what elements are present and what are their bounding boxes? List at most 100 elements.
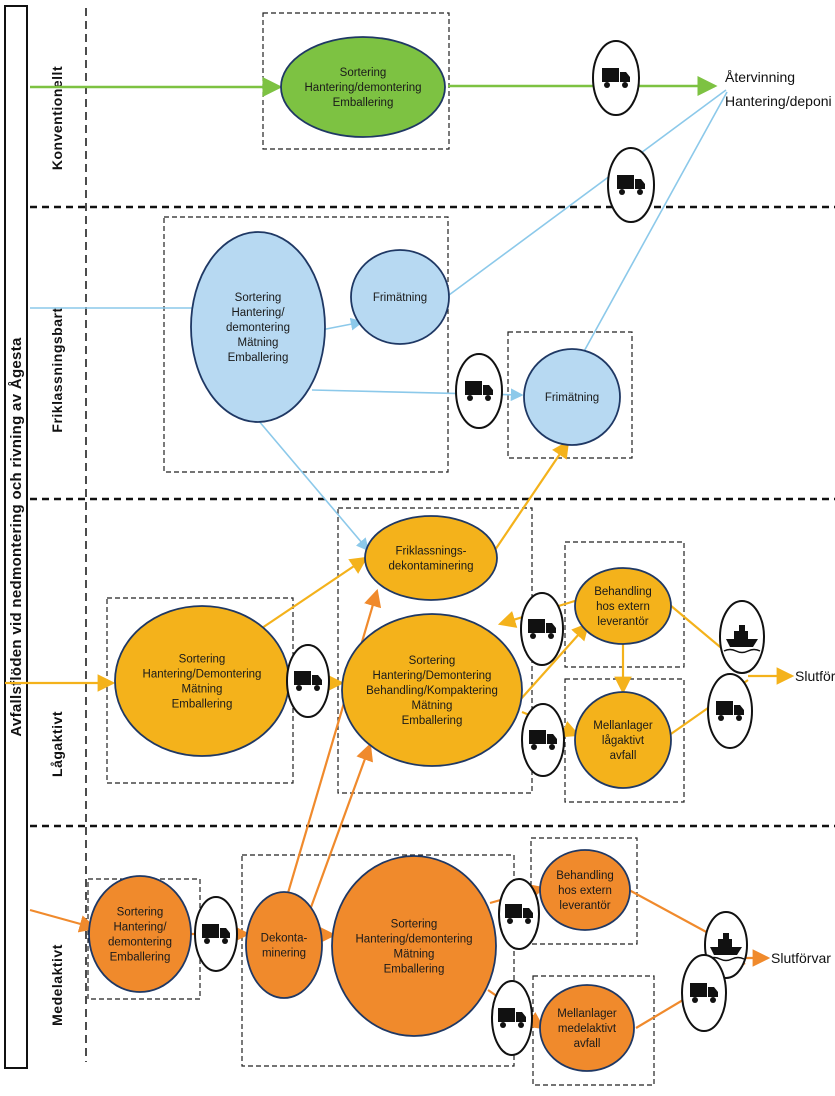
node-label-l0: Friklassnings-dekontaminering <box>388 546 473 573</box>
node-label-line: dekontaminering <box>388 561 473 573</box>
group-box-f1 <box>163 216 449 473</box>
node-label-line: Emballering <box>402 715 463 727</box>
node-label-line: Emballering <box>110 952 171 964</box>
node-label-line: Sortering <box>409 655 456 667</box>
flows-green <box>30 76 718 97</box>
node-label-line: Emballering <box>384 964 445 976</box>
node-label-line: Sortering <box>391 919 438 931</box>
lane-label-medelaktivt: Medelaktivt <box>49 944 65 1026</box>
node-l2 <box>341 613 523 767</box>
node-label-line: minering <box>262 948 306 960</box>
node-f1 <box>190 231 326 423</box>
node-label-line: Mätning <box>238 337 279 349</box>
truck-icon <box>607 147 655 223</box>
node-label-line: Hantering/ <box>113 922 167 934</box>
truck-icon <box>194 896 238 972</box>
process-nodes <box>88 36 672 1072</box>
truck-icon <box>286 644 330 718</box>
truck-icon <box>491 980 533 1056</box>
node-label-l3: Behandling hos extern leverantör <box>594 586 652 628</box>
node-label-line: Mätning <box>412 700 453 712</box>
truck-icon <box>681 954 727 1032</box>
node-label-line: Behandling/Kompaktering <box>366 685 498 697</box>
node-label-line: Hantering/demontering <box>305 82 422 94</box>
destination-lagaktivt: Slutförva <box>795 668 835 684</box>
flow-yellow-l1-l0 <box>261 556 368 629</box>
node-label-line: Mätning <box>394 949 435 961</box>
node-label-line: avfall <box>574 1038 601 1050</box>
node-l1 <box>114 605 290 757</box>
node-k1 <box>280 36 446 138</box>
node-l0 <box>364 515 498 601</box>
node-label-line: Sortering <box>179 654 226 666</box>
node-label-line: Behandling <box>556 870 614 882</box>
node-label-f3: Frimätning <box>545 392 599 404</box>
flow-blue-f3-dest <box>581 91 728 356</box>
node-label-m5: Mellanlager medelaktivt avfall <box>557 1008 617 1050</box>
lane-label-lagaktivt: Lågaktivt <box>49 711 65 777</box>
node-label-line: Dekonta- <box>261 933 308 945</box>
node-l3 <box>574 567 672 645</box>
node-m4 <box>539 849 631 931</box>
node-m2 <box>245 891 323 999</box>
node-label-line: Sortering <box>235 292 282 304</box>
node-label-m2: Dekonta-minering <box>261 933 308 960</box>
flow-yellow-l0-f3 <box>494 440 570 551</box>
destination-konventionellt-line1: Återvinning <box>725 69 795 85</box>
node-label-line: lågaktivt <box>602 735 645 747</box>
truck-icon <box>521 703 565 777</box>
node-m5 <box>539 984 635 1072</box>
node-label-m4: Behandling hos extern leverantör <box>556 870 614 912</box>
transport-icons <box>194 40 765 1056</box>
truck-icon <box>455 353 503 429</box>
node-label-line: hos extern <box>596 601 650 613</box>
node-f3 <box>523 348 621 446</box>
node-label-line: Behandling <box>594 586 652 598</box>
flows-blue <box>30 89 728 552</box>
node-label-line: demontering <box>108 937 172 949</box>
flow-orange-in <box>29 908 98 933</box>
node-label-f2: Frimätning <box>373 292 427 304</box>
node-label-line: medelaktivt <box>558 1023 617 1035</box>
node-label-line: hos extern <box>558 885 612 897</box>
node-label-line: Frimätning <box>545 392 599 404</box>
node-label-line: Hantering/Demontering <box>373 670 492 682</box>
destination-konventionellt-line2: Hantering/deponi <box>725 93 832 109</box>
diagram-title: Avfallsflöden vid nedmontering och rivni… <box>8 337 25 737</box>
title-frame <box>4 5 28 1069</box>
truck-icon <box>707 673 753 749</box>
node-label-line: Emballering <box>228 352 289 364</box>
group-box-m5 <box>532 975 655 1086</box>
node-label-line: Hantering/Demontering <box>143 669 262 681</box>
truck-icon <box>520 592 564 666</box>
node-label-line: Hantering/ <box>231 307 285 319</box>
node-label-line: Emballering <box>333 97 394 109</box>
flow-blue-f1-f2 <box>320 317 364 331</box>
node-label-line: demontering <box>226 322 290 334</box>
group-box-m2 <box>241 854 515 1067</box>
ship-icon <box>719 600 765 674</box>
node-m1 <box>88 875 192 993</box>
node-label-line: Hantering/demontering <box>356 934 473 946</box>
node-f2 <box>350 249 450 345</box>
flow-yellow-l2-l3 <box>519 622 590 701</box>
flow-orange-m2-l2 <box>308 742 374 911</box>
flow-blue-f1-l0 <box>257 419 370 552</box>
node-m3 <box>331 855 497 1037</box>
node-label-line: leverantör <box>597 616 648 628</box>
node-label-line: leverantör <box>559 900 610 912</box>
truck-icon <box>498 878 540 950</box>
node-label-line: Sortering <box>340 67 387 79</box>
node-label-line: avfall <box>610 750 637 762</box>
node-label-line: Mellanlager <box>557 1008 617 1020</box>
node-l4 <box>574 691 672 789</box>
